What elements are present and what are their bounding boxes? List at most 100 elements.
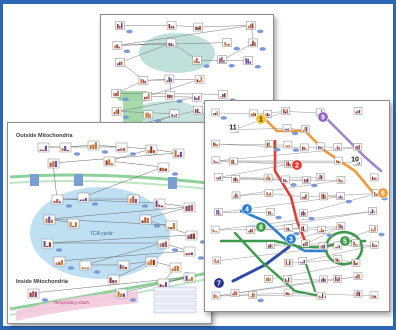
tca-cycle-region (30, 187, 170, 279)
molecule-node (59, 142, 72, 153)
molecule-node (336, 192, 345, 200)
enzyme-label (293, 231, 300, 236)
molecule-node (153, 198, 166, 209)
molecule-node (334, 156, 343, 165)
inner-membrane (9, 271, 209, 311)
molecule-node (115, 58, 125, 67)
molecule-node (41, 238, 54, 249)
tca-cycle-label: TCA cycle (90, 231, 113, 237)
pathway-green-cycle (324, 230, 364, 266)
teal-region (139, 33, 215, 73)
molecule-node (115, 142, 128, 153)
pathway-number-badge: 2 (291, 159, 303, 171)
molecule-node (103, 156, 116, 167)
enzyme-label (101, 150, 109, 154)
molecule-node (263, 173, 273, 182)
enzyme-label (291, 131, 299, 136)
molecule-node (193, 105, 203, 115)
molecule-node (230, 289, 240, 297)
molecule-node (353, 272, 363, 280)
pathway-number: 1 (259, 116, 263, 123)
enzyme-label (67, 266, 75, 270)
molecule-node (263, 110, 272, 118)
pathway-number: 2 (295, 162, 299, 169)
molecule-node (243, 56, 254, 65)
enzyme-label (129, 298, 137, 302)
pathway-number-badge: 7 (213, 277, 225, 289)
molecule-node (318, 242, 328, 250)
enzyme-label (91, 202, 99, 206)
molecule-node (222, 38, 232, 47)
molecule-node (351, 239, 361, 247)
molecule-node (217, 55, 227, 64)
molecule-node (165, 220, 178, 231)
pathway-number: 6 (381, 190, 385, 197)
molecule-node (111, 89, 121, 98)
enzyme-label (122, 97, 129, 102)
molecule-node (37, 142, 50, 153)
molecule-node (281, 175, 290, 184)
molecule-node (192, 92, 202, 102)
molecule-node (183, 272, 196, 283)
pathway-number-badge: 10 (349, 153, 361, 165)
molecule-node (142, 92, 152, 101)
molecule-node (316, 142, 325, 151)
enzyme-label (233, 46, 240, 51)
molecule-node (336, 222, 346, 230)
molecule-node (43, 214, 56, 225)
outside-mitochondria-label: Outside Mitochondria (16, 133, 73, 139)
molecule-node (284, 258, 293, 267)
molecule-node (53, 256, 66, 267)
pathway-number: 8 (259, 224, 263, 231)
molecule-node (265, 140, 274, 148)
molecule-node (249, 109, 258, 118)
enzyme-label (308, 216, 315, 221)
enzyme-label (153, 224, 161, 228)
molecule-node (185, 230, 198, 241)
molecule-node (319, 275, 328, 284)
legend-box (153, 300, 197, 307)
respiratory-chain-band (16, 291, 138, 321)
molecule-node (27, 288, 40, 299)
molecule-node (165, 90, 175, 100)
molecule-node (138, 76, 149, 85)
enzyme-label (378, 232, 385, 237)
molecule-node (166, 21, 177, 30)
molecule-node (336, 176, 346, 184)
molecule-node (299, 209, 308, 217)
molecule-node (229, 157, 238, 166)
molecule-node (231, 175, 241, 183)
molecule-node (164, 74, 175, 84)
molecule-node (139, 214, 152, 225)
enzyme-label (122, 115, 130, 120)
pathway-navy (231, 245, 291, 283)
molecule-node (77, 192, 90, 203)
molecule-node (353, 143, 363, 151)
molecule-node (143, 110, 154, 120)
molecule-node (115, 21, 125, 30)
molecule-node (51, 194, 64, 205)
molecule-node (194, 75, 205, 84)
molecule-node (370, 240, 379, 249)
enzyme-label (220, 116, 227, 120)
molecule-node (211, 108, 220, 117)
molecule-node (214, 208, 223, 216)
molecule-node (107, 274, 120, 285)
molecule-node (302, 176, 311, 184)
enzyme-label (123, 49, 131, 54)
molecule-node (79, 260, 92, 271)
legend-box (153, 307, 197, 314)
enzyme-label (176, 99, 183, 103)
molecule-node (266, 241, 275, 250)
molecule-node (370, 173, 379, 182)
pathway-number: 3 (289, 236, 293, 243)
molecule-node (157, 162, 170, 173)
molecule-node (47, 158, 60, 169)
molecule-node (115, 288, 128, 299)
pathway-number: 5 (343, 238, 347, 245)
enzyme-label (55, 248, 63, 252)
enzyme-label (275, 215, 282, 220)
